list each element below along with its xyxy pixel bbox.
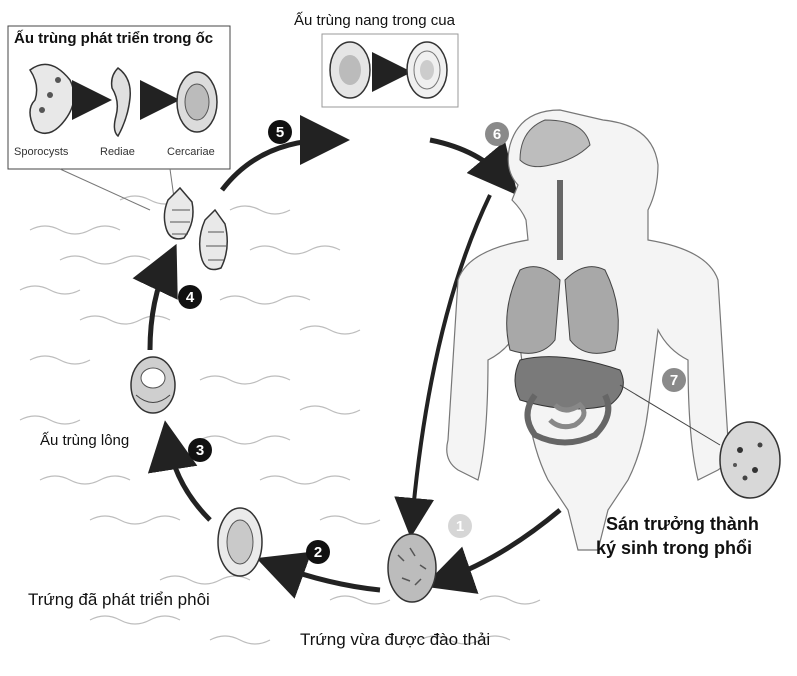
step-badge-7: 7 bbox=[662, 368, 686, 392]
arrow-step-6 bbox=[430, 140, 505, 180]
miracidium-figure bbox=[131, 357, 175, 413]
step-badge-5: 5 bbox=[268, 120, 292, 144]
label-embryonated-egg: Trứng đã phát triển phôi bbox=[28, 590, 210, 610]
step-badge-1: 1 bbox=[448, 514, 472, 538]
adult-fluke-figure bbox=[720, 422, 780, 498]
label-excreted-egg: Trứng vừa được đào thải bbox=[300, 630, 490, 650]
caption-cercariae: Cercariae bbox=[167, 146, 215, 158]
step-badge-4: 4 bbox=[178, 285, 202, 309]
arrow-step-4 bbox=[150, 262, 168, 350]
step-badge-3: 3 bbox=[188, 438, 212, 462]
human-body-figure bbox=[447, 110, 730, 550]
label-adult-line2: ký sinh trong phổi bbox=[596, 538, 752, 559]
label-crab-cyst: Ấu trùng nang trong cua bbox=[294, 12, 455, 29]
inset-connector-left bbox=[60, 169, 150, 210]
caption-sporocysts: Sporocysts bbox=[14, 146, 68, 158]
snail-figures bbox=[164, 188, 227, 270]
label-adult-line1: Sán trưởng thành bbox=[606, 514, 759, 535]
caption-rediae: Rediae bbox=[100, 146, 135, 158]
label-miracidium: Ấu trùng lông bbox=[40, 432, 129, 449]
excreted-egg-figure bbox=[388, 534, 436, 602]
arrow-step-2 bbox=[275, 565, 380, 590]
step-badge-6: 6 bbox=[485, 122, 509, 146]
cercariae-figure bbox=[177, 72, 217, 132]
arrow-step-5 bbox=[222, 140, 330, 190]
step-badge-2: 2 bbox=[306, 540, 330, 564]
label-snail-development: Ấu trùng phát triển trong ốc bbox=[14, 30, 213, 47]
embryonated-egg-figure bbox=[218, 508, 262, 576]
